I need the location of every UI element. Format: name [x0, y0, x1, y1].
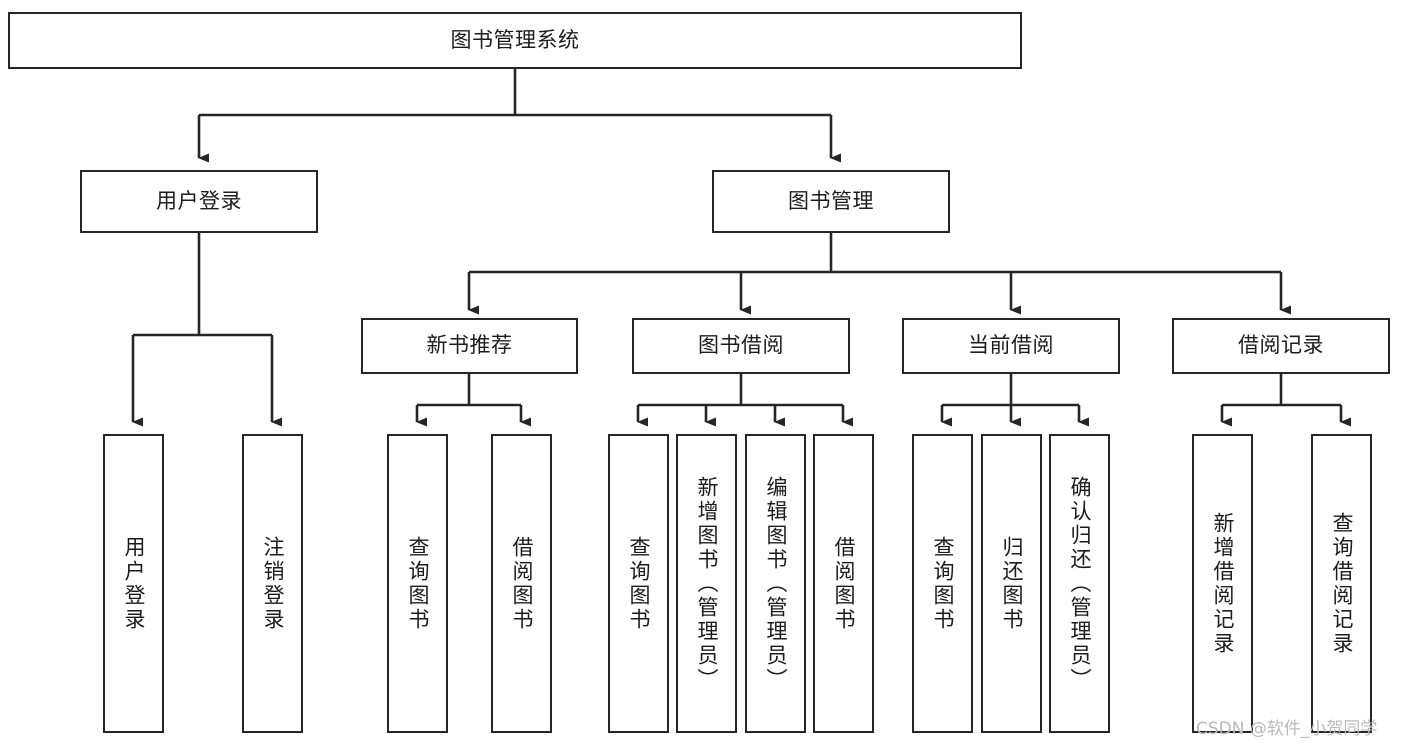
node-leaf-add-record-label: 新增借阅记录 [1211, 511, 1235, 656]
node-leaf-add-book[interactable]: 新增图书（管理员） [676, 434, 737, 733]
node-leaf-return-book-label: 归还图书 [1000, 535, 1024, 632]
node-book-borrow-label: 图书借阅 [698, 333, 784, 358]
node-book-borrow[interactable]: 图书借阅 [632, 318, 850, 374]
node-leaf-borrow-book-rec[interactable]: 借阅图书 [491, 434, 552, 733]
node-leaf-borrow-book-rec-label: 借阅图书 [510, 535, 534, 632]
node-leaf-add-book-label: 新增图书（管理员） [695, 475, 719, 692]
node-borrow-record[interactable]: 借阅记录 [1172, 318, 1390, 374]
node-leaf-user-login[interactable]: 用户登录 [103, 434, 164, 733]
node-leaf-edit-book[interactable]: 编辑图书（管理员） [745, 434, 806, 733]
node-leaf-query-book-borrow-label: 查询图书 [627, 535, 651, 632]
node-new-book-recommend[interactable]: 新书推荐 [361, 318, 578, 374]
node-current-borrow[interactable]: 当前借阅 [902, 318, 1120, 374]
node-new-book-recommend-label: 新书推荐 [426, 333, 513, 358]
node-leaf-query-record[interactable]: 查询借阅记录 [1311, 434, 1372, 733]
node-leaf-query-book-rec[interactable]: 查询图书 [387, 434, 448, 733]
node-leaf-borrow-book-label: 借阅图书 [832, 535, 856, 632]
node-user-login[interactable]: 用户登录 [80, 170, 318, 233]
node-leaf-query-book-rec-label: 查询图书 [406, 535, 430, 632]
node-leaf-return-book[interactable]: 归还图书 [981, 434, 1042, 733]
node-root-label: 图书管理系统 [450, 27, 580, 52]
csdn-watermark: CSDN @软件_小贺同学 [1196, 719, 1378, 739]
node-book-management-label: 图书管理 [788, 188, 874, 213]
node-leaf-query-book-borrow[interactable]: 查询图书 [608, 434, 669, 733]
node-leaf-borrow-book[interactable]: 借阅图书 [813, 434, 874, 733]
node-current-borrow-label: 当前借阅 [968, 333, 1054, 358]
node-leaf-user-logout[interactable]: 注销登录 [242, 434, 303, 733]
node-leaf-add-record[interactable]: 新增借阅记录 [1192, 434, 1253, 733]
node-leaf-query-book-current[interactable]: 查询图书 [912, 434, 973, 733]
node-leaf-user-logout-label: 注销登录 [261, 535, 285, 632]
node-leaf-confirm-return-label: 确认归还（管理员） [1068, 475, 1092, 692]
node-leaf-edit-book-label: 编辑图书（管理员） [764, 475, 788, 692]
node-leaf-query-record-label: 查询借阅记录 [1330, 511, 1354, 656]
node-leaf-query-book-current-label: 查询图书 [931, 535, 955, 632]
node-book-management[interactable]: 图书管理 [712, 170, 950, 233]
node-leaf-user-login-label: 用户登录 [122, 535, 146, 632]
node-root[interactable]: 图书管理系统 [8, 12, 1022, 69]
node-borrow-record-label: 借阅记录 [1238, 333, 1324, 358]
node-leaf-confirm-return[interactable]: 确认归还（管理员） [1049, 434, 1110, 733]
node-user-login-label: 用户登录 [156, 188, 242, 213]
